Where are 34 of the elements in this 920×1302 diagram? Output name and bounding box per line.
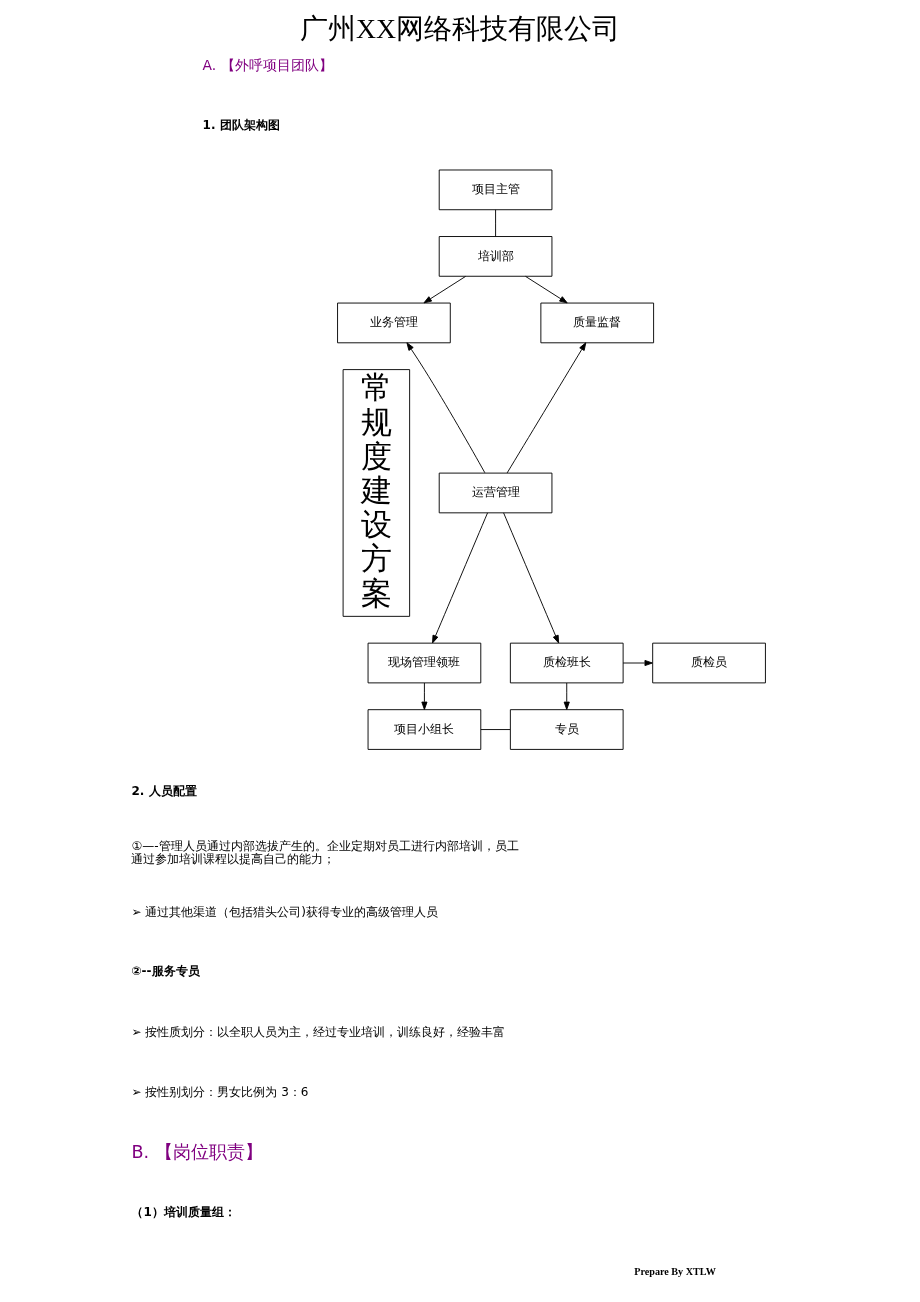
arrow (622, 659, 653, 667)
node-box: 质检班长 (509, 642, 624, 684)
label: 2. 人员配置 (131, 784, 197, 799)
arrow (525, 275, 568, 304)
node-box: 业务管理 (337, 302, 451, 344)
label: Prepare By XTLW (634, 1266, 716, 1278)
node-box: 质量监督 (540, 302, 655, 344)
node-box: 质检员 (652, 642, 766, 684)
node-box: 项目小组长 (367, 709, 482, 750)
node-box: 项目主管 (438, 169, 553, 211)
arrow (563, 682, 570, 710)
label: ➢ 按性质划分：以全职人员为主，经过专业培训，训练良好，经验丰富 (131, 1025, 506, 1040)
arrow (421, 682, 428, 710)
connector (495, 209, 497, 237)
arrow (423, 275, 467, 304)
connector (480, 729, 511, 730)
arrow (432, 512, 488, 644)
node-box: 常规度建设方案 (342, 369, 411, 617)
label: A. 【外呼项目团队】 (202, 57, 333, 74)
node-box: 专员 (509, 709, 624, 750)
arrow (506, 342, 587, 474)
node-box: 现场管理领班 (367, 642, 482, 684)
label: 1. 团队架构图 (202, 117, 280, 132)
node-box: 运营管理 (438, 472, 553, 514)
diagram-title: 广州XX网络科技有限公司 (299, 12, 621, 44)
label: ➢ 通过其他渠道（包括猎头公司)获得专业的高级管理人员 (131, 905, 439, 920)
node-box: 培训部 (438, 236, 553, 277)
label: ①—-管理人员通过内部选拔产生的。企业定期对员工进行内部培训，员工通过参加培训课程以提高自己的能力； (131, 838, 519, 866)
arrow (406, 342, 486, 474)
label: （1）培训质量组： (131, 1204, 236, 1219)
label: B. 【岗位职责】 (131, 1142, 263, 1163)
arrow (503, 512, 560, 644)
label: ②--服务专员 (131, 964, 200, 979)
label: ➢ 按性别划分：男女比例为 3：6 (131, 1085, 309, 1100)
